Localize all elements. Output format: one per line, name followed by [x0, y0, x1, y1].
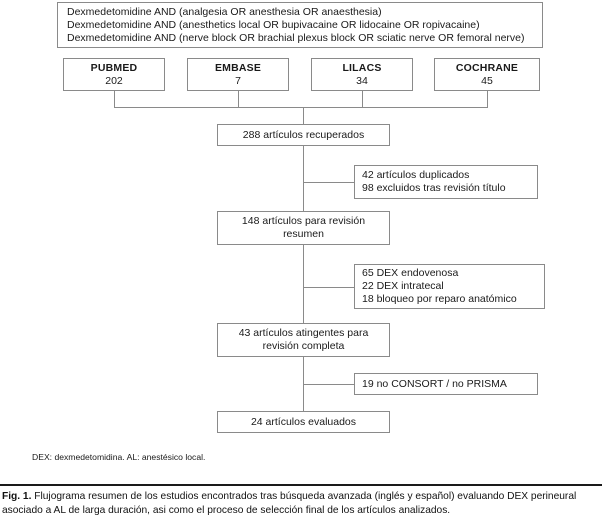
exclusion-line: 65 DEX endovenosa — [362, 267, 459, 279]
database-count: 202 — [105, 74, 123, 87]
connector-lilacs-down — [362, 91, 363, 107]
database-count: 7 — [235, 74, 241, 87]
stage-box-full-review: 43 artículos atingentes para revisión co… — [217, 323, 390, 357]
abbreviation-legend: DEX: dexmedetomidina. AL: anestésico loc… — [32, 452, 206, 462]
caption-divider — [0, 484, 602, 486]
exclusion-line: 42 artículos duplicados — [362, 169, 470, 181]
exclusion-box-reporting: 19 no CONSORT / no PRISMA — [354, 373, 538, 395]
stage-line: revisión completa — [262, 340, 345, 352]
search-query-line-2: Dexmedetomidine AND (anesthetics local O… — [67, 18, 480, 31]
stage-line: 43 artículos atingentes para — [238, 327, 369, 339]
stage-line: 288 artículos recuperados — [242, 128, 365, 141]
figure-caption-text: Flujograma resumen de los estudios encon… — [2, 491, 577, 516]
database-name: PUBMED — [90, 61, 138, 74]
connector-pubmed-down — [114, 91, 115, 107]
stage-box-retrieved: 288 artículos recuperados — [217, 124, 390, 146]
search-strategy-box: Dexmedetomidine AND (analgesia OR anesth… — [57, 2, 543, 48]
figure-caption: Fig. 1. Flujograma resumen de los estudi… — [2, 490, 600, 517]
database-count: 34 — [356, 74, 368, 87]
exclusion-box-duplicates: 42 artículos duplicados 98 excluidos tra… — [354, 165, 538, 199]
database-count: 45 — [481, 74, 493, 87]
stage-box-abstract-review: 148 artículos para revisión resumen — [217, 211, 390, 245]
stage-line: 24 artículos evaluados — [250, 415, 357, 428]
exclusion-line: 19 no CONSORT / no PRISMA — [362, 377, 507, 390]
connector-embase-down — [238, 91, 239, 107]
connector-cochrane-down — [487, 91, 488, 107]
exclusion-line: 22 DEX intratecal — [362, 280, 444, 292]
connector-branch-exclusion-1 — [303, 182, 354, 183]
database-name: EMBASE — [214, 61, 262, 74]
connector-database-bus — [114, 107, 488, 108]
connector-branch-exclusion-2 — [303, 287, 354, 288]
search-query-line-3: Dexmedetomidine AND (nerve block OR brac… — [67, 31, 525, 44]
exclusion-line: 98 excluidos tras revisión título — [362, 182, 506, 194]
connector-stage-2-to-3 — [303, 245, 304, 323]
connector-branch-exclusion-3 — [303, 384, 354, 385]
connector-stage-1-to-2 — [303, 146, 304, 211]
flowchart-canvas: Dexmedetomidine AND (analgesia OR anesth… — [32, 2, 545, 462]
search-query-line-1: Dexmedetomidine AND (analgesia OR anesth… — [67, 5, 382, 18]
stage-line: resumen — [283, 228, 324, 240]
exclusion-box-route: 65 DEX endovenosa 22 DEX intratecal 18 b… — [354, 264, 545, 309]
database-name: COCHRANE — [455, 61, 519, 74]
stage-box-evaluated: 24 artículos evaluados — [217, 411, 390, 433]
database-box-cochrane: COCHRANE 45 — [434, 58, 540, 91]
stage-line: 148 artículos para revisión — [241, 215, 366, 227]
figure-caption-label: Fig. 1. — [2, 491, 32, 502]
exclusion-line: 18 bloqueo por reparo anatómico — [362, 293, 517, 305]
database-box-lilacs: LILACS 34 — [311, 58, 413, 91]
database-box-embase: EMBASE 7 — [187, 58, 289, 91]
database-name: LILACS — [342, 61, 382, 74]
database-box-pubmed: PUBMED 202 — [63, 58, 165, 91]
connector-bus-to-stage-1 — [303, 107, 304, 124]
